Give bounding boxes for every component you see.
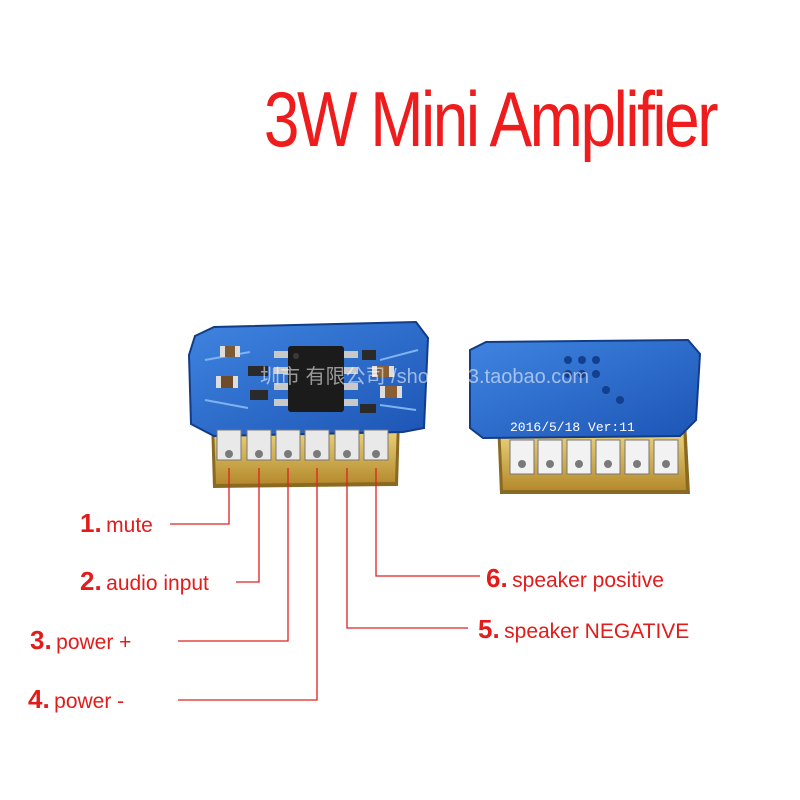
pin-name-1: mute — [106, 514, 153, 537]
pin-label-4: 4. power - — [28, 684, 124, 715]
pin-number-4: 4. — [28, 684, 50, 714]
watermark-text: 圳市 有限公司 /shop 293.taobao.com — [260, 366, 590, 388]
pin-number-1: 1. — [80, 508, 102, 538]
pin-label-5: 5. speaker NEGATIVE — [478, 614, 689, 645]
pin-name-6: speaker positive — [512, 569, 664, 592]
leader-line-2 — [236, 468, 260, 583]
leader-lines — [170, 468, 480, 701]
pin-name-3: power + — [56, 631, 132, 654]
leader-line-4 — [178, 468, 318, 701]
pin-name-4: power - — [54, 690, 125, 713]
pin-number-6: 6. — [486, 563, 508, 593]
front-board — [187, 320, 430, 488]
leader-line-1 — [170, 468, 230, 525]
pin-label-2: 2. audio input — [80, 566, 209, 597]
pin-number-3: 3. — [30, 625, 52, 655]
pin-label-1: 1. mute — [80, 508, 153, 539]
product-title: 3W Mini Amplifier — [88, 74, 744, 165]
pin-label-3: 3. power + — [30, 625, 131, 656]
pin-number-5: 5. — [478, 614, 500, 644]
leader-line-6 — [375, 468, 480, 577]
pin-name-5: speaker NEGATIVE — [504, 620, 690, 643]
leader-line-5 — [346, 468, 468, 629]
pin-number-2: 2. — [80, 566, 102, 596]
back-board: 2016/5/18 Ver:11 — [469, 338, 702, 494]
product-title-text: 3W Mini Amplifier — [263, 75, 719, 163]
pin-label-6: 6. speaker positive — [486, 563, 664, 594]
pin-name-2: audio input — [106, 572, 209, 595]
back-board-version: 2016/5/18 Ver:11 — [510, 420, 635, 435]
leader-line-3 — [178, 468, 289, 642]
